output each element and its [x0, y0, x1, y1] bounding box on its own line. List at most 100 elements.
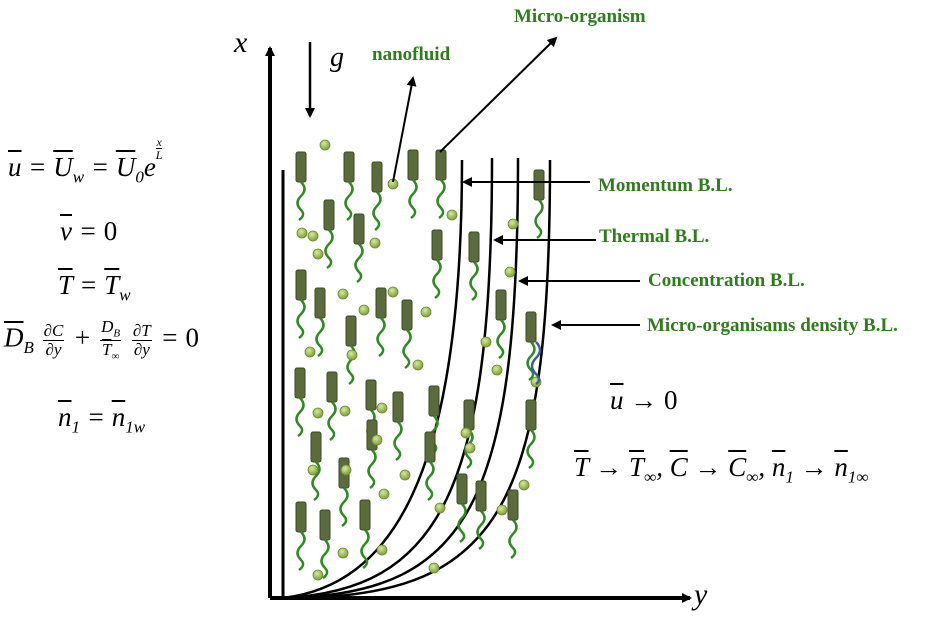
- nanoparticle: [434, 502, 446, 514]
- micro-organism-body: [428, 385, 440, 417]
- nanoparticle: [480, 336, 492, 348]
- micro-organism-body: [295, 501, 307, 533]
- nanoparticle: [399, 469, 411, 481]
- micro-organism-body: [424, 431, 436, 463]
- bc-v-equation: v = 0: [60, 216, 118, 246]
- micro-organism-pointer: [439, 36, 558, 153]
- micro-organism-tail: [496, 319, 506, 360]
- concentration-bl-label: Concentration B.L.: [648, 270, 805, 291]
- nanoparticle: [371, 434, 383, 446]
- micro-organism-body: [326, 371, 338, 403]
- micro-organism-body: [525, 399, 537, 431]
- nanofluid-pointer: [392, 76, 417, 183]
- micro-organism-body: [475, 480, 487, 512]
- micro-organism-body: [463, 399, 475, 431]
- nanoparticle: [358, 304, 370, 316]
- nanoparticle: [307, 230, 319, 242]
- micro-organism-tail: [324, 229, 334, 270]
- micro-organism-body: [533, 169, 545, 201]
- micro-organism-label: Micro-organism: [514, 6, 646, 27]
- micro-organism-body: [468, 231, 480, 263]
- nanoparticle: [369, 237, 381, 249]
- nanoparticle: [412, 359, 424, 371]
- nanoparticle: [464, 442, 476, 454]
- nanoparticle: [304, 346, 316, 358]
- micro-organism-body: [323, 199, 335, 231]
- nanoparticle: [460, 427, 472, 439]
- micro-organism-body: [353, 213, 365, 245]
- nanoparticle: [307, 464, 319, 476]
- nanofluid-label: nanofluid: [372, 44, 451, 65]
- micro-organism-body: [343, 151, 355, 183]
- micro-organism-tail: [534, 199, 544, 240]
- micro-organism-body: [319, 509, 331, 541]
- nanoparticle: [446, 209, 458, 221]
- micro-organism-body: [525, 311, 537, 343]
- micro-organism-tail: [295, 397, 305, 438]
- micro-organism-tail: [508, 519, 518, 560]
- nanoparticle: [420, 306, 432, 318]
- gravity-label: g: [330, 42, 344, 73]
- micro-organism-tail: [457, 503, 467, 544]
- nanoparticle: [507, 218, 519, 230]
- micro-organism-tail: [436, 179, 446, 220]
- micro-organism-tail: [339, 487, 349, 528]
- micro-organism-tail: [526, 429, 536, 470]
- micro-organism-tail: [327, 401, 337, 442]
- nanoparticle: [337, 547, 349, 559]
- micro-organism-tail: [354, 243, 364, 284]
- micro-organism-body: [310, 431, 322, 463]
- nanoparticle: [312, 407, 324, 419]
- concentration-bl-curve: [289, 157, 520, 600]
- x-axis-label: x: [233, 26, 248, 59]
- nanoparticle: [296, 227, 308, 239]
- micro-organism-tail: [296, 181, 306, 222]
- nanoparticle: [504, 266, 516, 278]
- nanoparticle: [346, 349, 358, 361]
- bc-n-equation: n1 = n1w: [58, 402, 146, 437]
- nanoparticle: [387, 286, 399, 298]
- nanoparticle: [496, 504, 508, 516]
- micro-organism-body: [359, 499, 371, 531]
- micro-organism-body: [431, 229, 443, 261]
- micro-organism-body: [495, 289, 507, 321]
- blue-organism-tail: [530, 341, 542, 386]
- micro-organism-body: [392, 391, 404, 423]
- micro-organism-tail: [296, 531, 306, 572]
- micro-organism-body: [435, 149, 447, 181]
- micro-organism-body: [295, 151, 307, 183]
- y-axis-label: y: [691, 578, 708, 611]
- micro-organism-body: [314, 287, 326, 319]
- micro-organism-body: [407, 149, 419, 181]
- farfield-u-equation: u → 0: [610, 385, 678, 415]
- micro-organism-tail: [344, 181, 354, 222]
- momentum-bl-curve: [282, 159, 464, 600]
- micro-organism-body: [371, 161, 383, 193]
- micro-organism-tail: [315, 317, 325, 358]
- micro-organism-tail: [376, 317, 386, 358]
- nanoparticle: [376, 402, 388, 414]
- nanoparticle: [337, 288, 349, 300]
- bc-t-equation: T = Tw: [58, 270, 131, 305]
- micro-organism-tail: [320, 539, 330, 580]
- micro-organism-tail: [464, 429, 474, 470]
- farfield-all-equation: T → T∞, C → C∞, n1 → n1∞: [574, 452, 869, 487]
- nanoparticle: [491, 364, 503, 376]
- micro-organism-body: [345, 315, 357, 347]
- micro-organism-tail: [296, 299, 306, 340]
- micro-organism-body: [507, 489, 519, 521]
- micro-organism-tail: [469, 261, 479, 302]
- micro-organism-tail: [360, 529, 370, 570]
- density-bl-label: Micro-organisams density B.L.: [647, 315, 898, 336]
- nanoparticle: [312, 248, 324, 260]
- micro-organism-body: [294, 367, 306, 399]
- micro-organism-tail: [425, 461, 435, 502]
- micro-organism-body: [365, 379, 377, 411]
- micro-organism-tail: [476, 510, 486, 551]
- momentum-bl-label: Momentum B.L.: [598, 175, 733, 196]
